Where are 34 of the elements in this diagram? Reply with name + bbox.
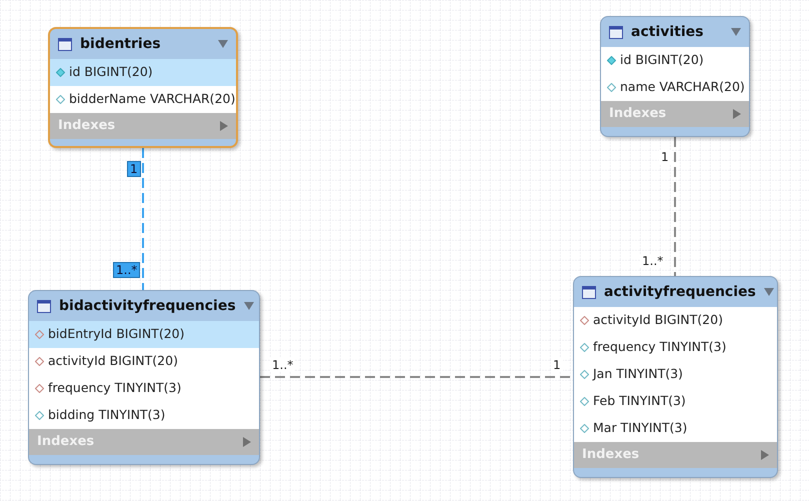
column-label: name VARCHAR(20): [620, 78, 745, 96]
column-label: bidEntryId BIGINT(20): [48, 325, 184, 344]
indexes-label: Indexes: [37, 433, 96, 452]
column-label: frequency TINYINT(3): [48, 379, 182, 398]
table-title: bidactivityfrequencies: [59, 296, 236, 316]
cardinality-label: 1: [659, 150, 671, 164]
cardinality-label: 1: [127, 161, 141, 177]
indexes-label: Indexes: [609, 105, 668, 124]
column-label: Mar TINYINT(3): [593, 419, 688, 438]
table-title: bidentries: [80, 34, 162, 54]
column-label: id BIGINT(20): [620, 51, 704, 70]
indexes-label: Indexes: [58, 117, 116, 136]
column-label: activityId BIGINT(20): [48, 352, 178, 370]
cardinality-label: 1..*: [113, 262, 140, 278]
column-label: id BIGINT(20): [69, 63, 153, 82]
relationship-line: [674, 137, 676, 276]
table-card: [48, 27, 238, 148]
column-label: frequency TINYINT(3): [593, 338, 726, 356]
cardinality-label: 1..*: [640, 254, 666, 268]
column-label: bidding TINYINT(3): [48, 406, 166, 424]
relationship-line: [260, 376, 573, 378]
table-title: activities: [631, 22, 704, 42]
table-card: [600, 16, 750, 137]
table-title: activityfrequencies: [604, 282, 756, 302]
cardinality-label: 1: [551, 358, 563, 372]
column-label: Jan TINYINT(3): [593, 365, 683, 384]
table-card: [573, 276, 778, 478]
column-label: activityId BIGINT(20): [593, 311, 723, 330]
column-label: bidderName VARCHAR(20): [69, 90, 236, 108]
indexes-label: Indexes: [582, 446, 640, 464]
cardinality-label: 1..*: [270, 358, 296, 372]
column-label: Feb TINYINT(3): [593, 392, 686, 410]
table-card: [28, 290, 260, 465]
relationship-line: [142, 148, 144, 290]
